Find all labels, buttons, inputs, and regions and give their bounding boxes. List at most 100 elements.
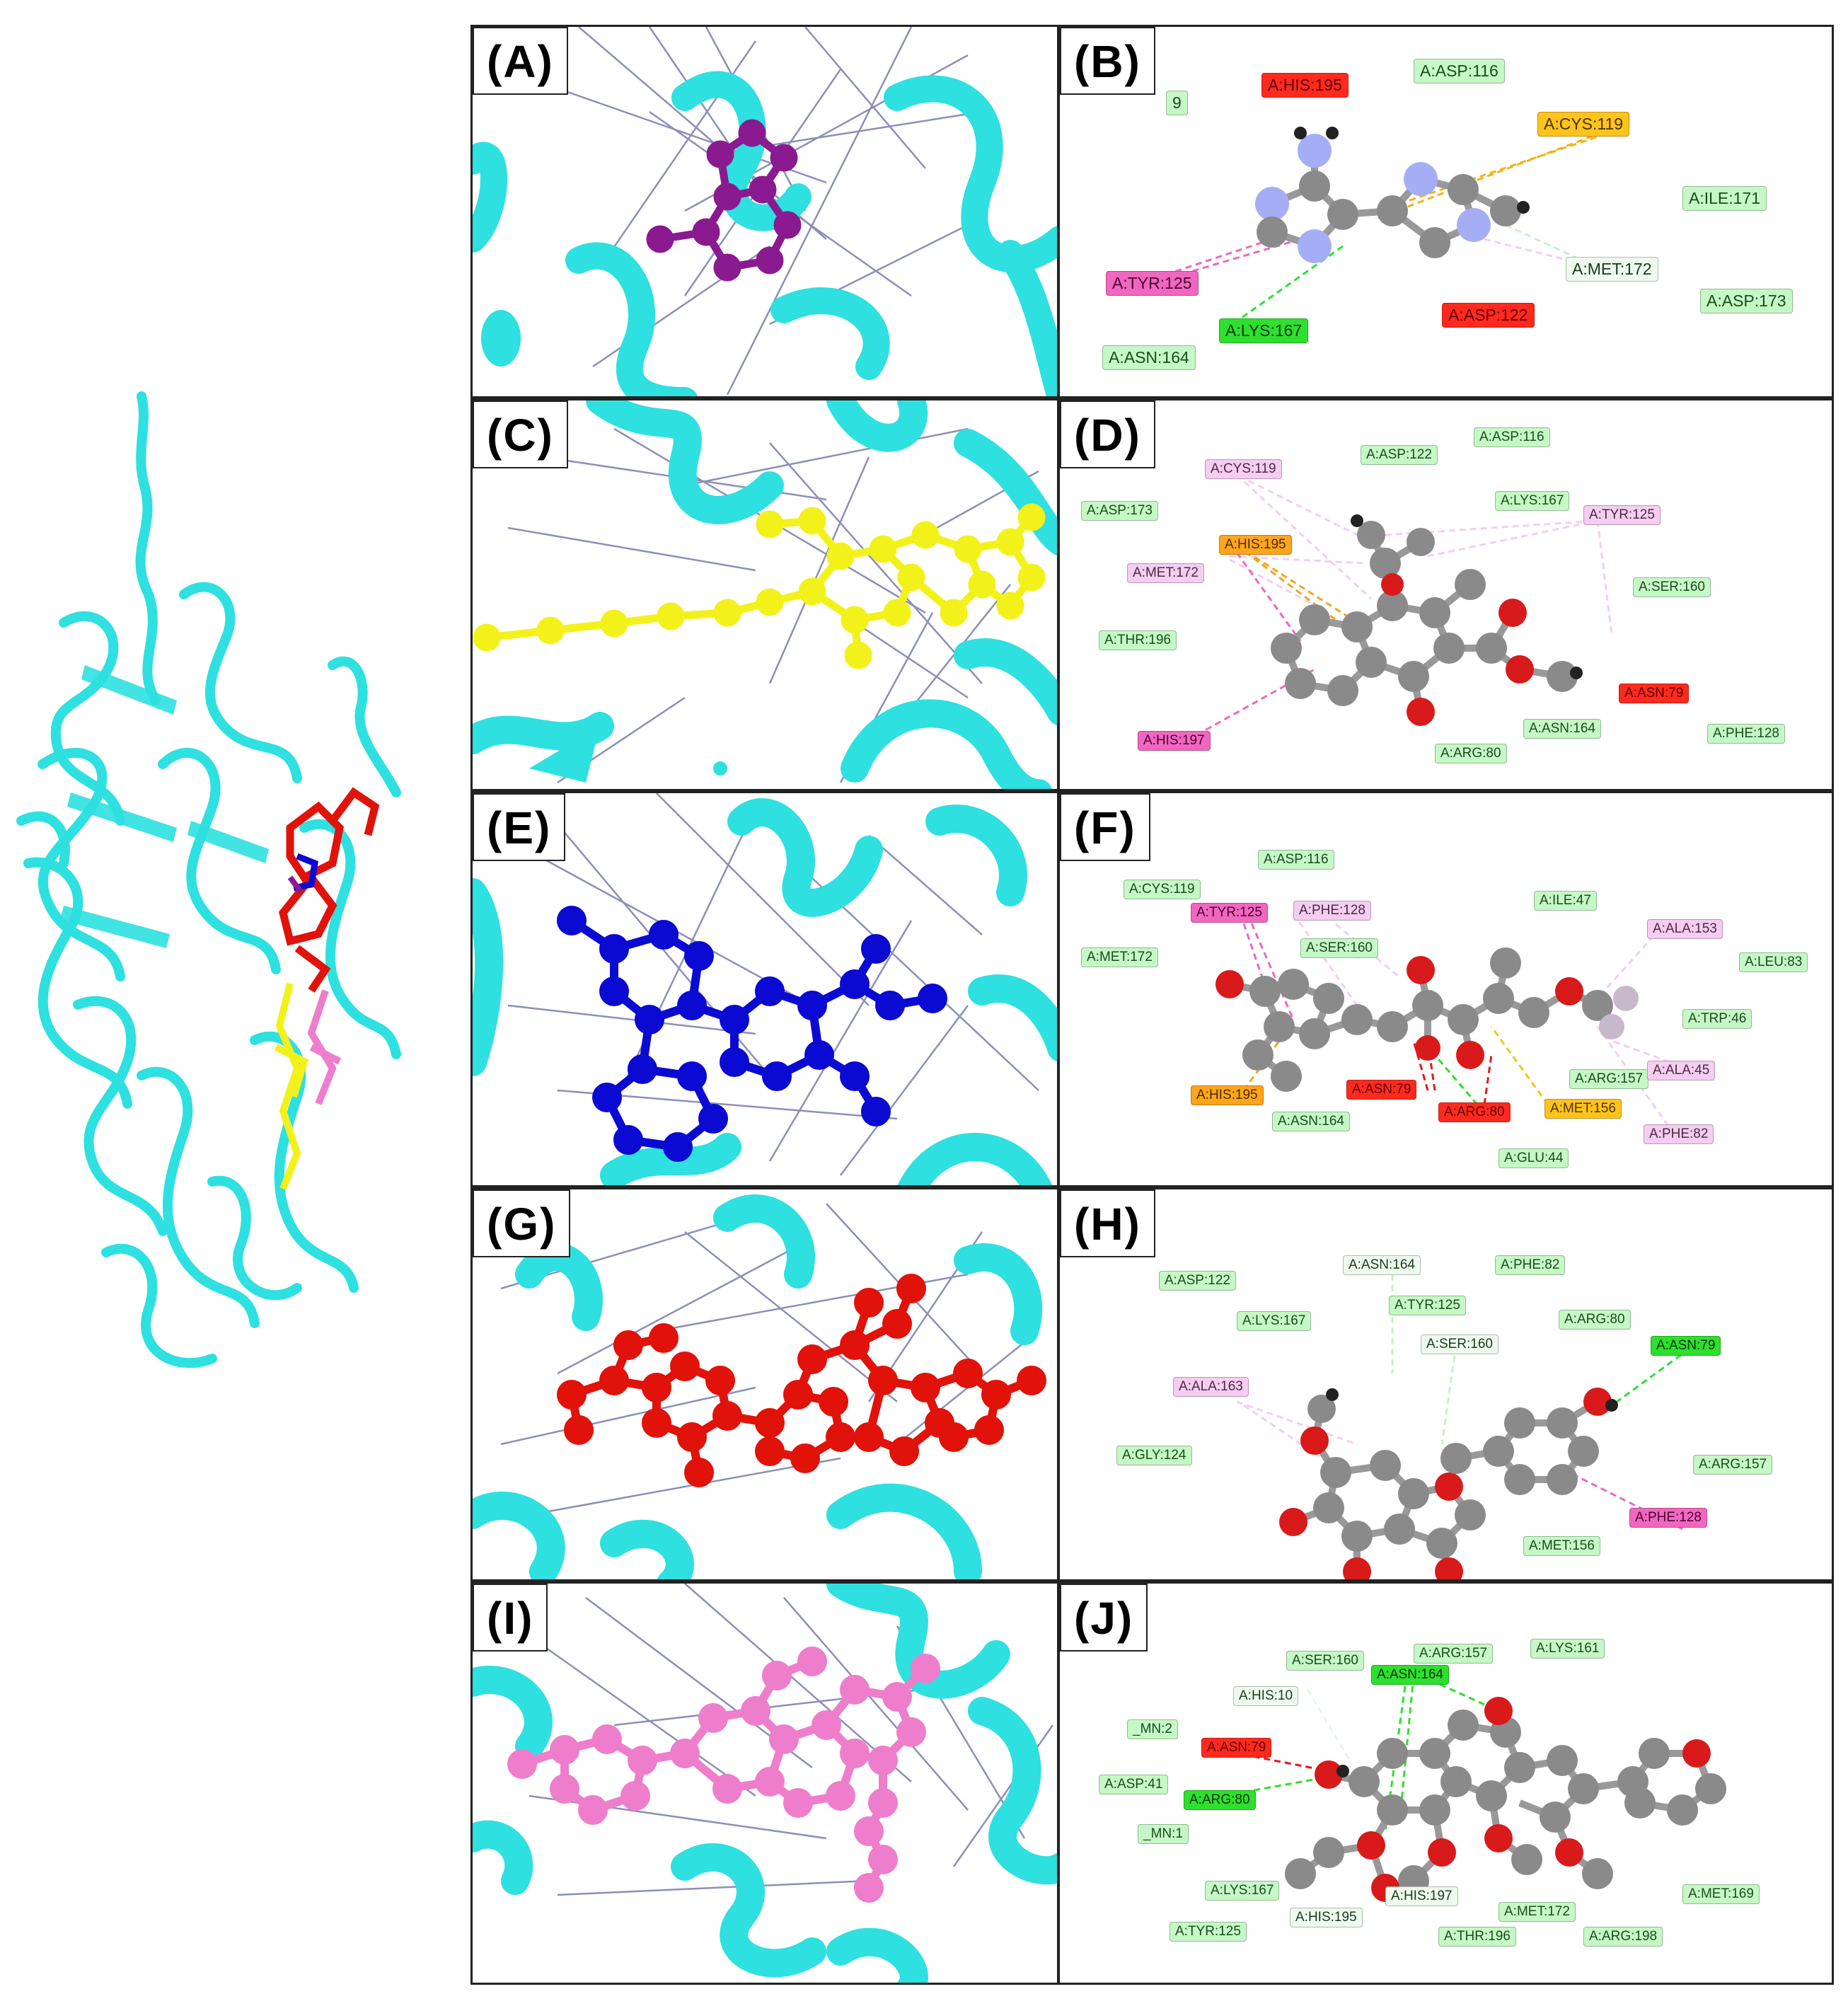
panel-label: (G) [473, 1189, 571, 1257]
residue-label: A:MET:156 [1544, 1099, 1622, 1119]
residue-label: A:ILE:171 [1682, 186, 1767, 211]
residue-label: A:ASN:164 [1102, 345, 1196, 370]
panel-g-scene [473, 1194, 1046, 1579]
residue-label: _MN:1 [1138, 1824, 1189, 1844]
panel-label: (I) [473, 1584, 548, 1652]
atoms [1215, 947, 1639, 1092]
protein-ribbon [16, 391, 401, 1368]
panel-h-molecule [1236, 1274, 1690, 1579]
atoms [1271, 514, 1583, 726]
residue-label: A:HIS:195 [1261, 73, 1349, 98]
panel-c-3d-view: (C) [470, 398, 1059, 791]
panel-g-3d-view: (G) [470, 1187, 1059, 1581]
residue-label: _MN:2 [1127, 1719, 1178, 1739]
panel-j-molecule [1201, 1674, 1726, 1902]
atoms [1255, 127, 1530, 263]
residue-label: A:ARG:157 [1414, 1644, 1494, 1664]
residue-label: A:ASP:173 [1081, 501, 1158, 521]
panel-f-interaction-diagram: (F) A:ASP:116 A:CYS:119 A:TYR:125 A:PHE:… [1058, 791, 1834, 1187]
residue-label: A:SER:160 [1421, 1335, 1498, 1354]
protein-blob [481, 310, 521, 367]
panel-a-scene [473, 27, 1057, 396]
residue-label: A:ASP:122 [1159, 1271, 1236, 1291]
residue-label: A:ARG:80 [1435, 744, 1507, 763]
contact-lines [514, 1584, 1054, 1896]
ligand-c [473, 503, 1046, 669]
residue-label: A:TYR:125 [1389, 1296, 1466, 1315]
panel-label: (C) [473, 400, 568, 468]
residue-label: 9 [1166, 91, 1188, 115]
residue-label: A:ASN:79 [1651, 1336, 1721, 1356]
residue-label: A:ASN:79 [1201, 1738, 1272, 1758]
residue-label: A:MET:156 [1523, 1536, 1600, 1556]
beta-strands [60, 665, 269, 948]
protein-overview [16, 391, 401, 1368]
ligand-yellow-overview [274, 982, 308, 1190]
residue-label: A:TYR:125 [1106, 271, 1199, 296]
residue-label: A:CYS:119 [1205, 459, 1282, 479]
docked-ligands [274, 787, 380, 1190]
residue-label: A:ASP:116 [1258, 850, 1334, 870]
residue-label: A:ASN:164 [1523, 719, 1601, 739]
ligand-e [557, 906, 947, 1162]
panel-j-interaction-diagram: (J) A:SER:160 A:ARG:157 A:LYS:161 A:ASN:… [1058, 1581, 1834, 1985]
helix-ribbons [473, 400, 1057, 789]
residue-label: A:THR:196 [1438, 1927, 1516, 1947]
residue-label: A:ASP:122 [1361, 445, 1438, 465]
panel-f-molecule [1215, 913, 1690, 1126]
panel-c-scene [473, 400, 1057, 789]
panel-label: (B) [1060, 27, 1155, 95]
panel-label: (E) [473, 793, 566, 861]
residue-label: A:MET:172 [1127, 563, 1204, 583]
residue-label: A:MET:172 [1081, 947, 1158, 967]
residue-label: A:ARG:157 [1569, 1069, 1649, 1089]
panel-label: (D) [1060, 400, 1155, 468]
ligand-blue-overview [293, 853, 319, 892]
residue-label: A:PHE:128 [1707, 724, 1785, 744]
panel-label: (A) [473, 27, 568, 95]
residue-label: A:ASN:164 [1343, 1255, 1421, 1275]
residue-label: A:HIS:195 [1290, 1908, 1363, 1927]
residue-label: A:HIS:195 [1191, 1085, 1264, 1105]
residue-label: A:MET:172 [1498, 1902, 1576, 1922]
ligand-i [507, 1647, 940, 1903]
residue-label: A:ASN:79 [1619, 684, 1690, 703]
residue-label: A:ASN:164 [1371, 1665, 1449, 1685]
ligand-g [557, 1274, 1046, 1487]
residue-label: A:MET:172 [1566, 257, 1658, 282]
panel-e-scene [473, 793, 1057, 1185]
panel-b-molecule [1144, 125, 1619, 333]
residue-label: A:PHE:82 [1495, 1255, 1566, 1275]
atoms [1285, 1697, 1726, 1902]
residue-label: A:SER:160 [1633, 577, 1711, 597]
residue-label: A:ASN:79 [1346, 1080, 1417, 1100]
residue-label: A:HIS:10 [1233, 1686, 1299, 1706]
panel-label: (H) [1060, 1189, 1155, 1257]
helix-ribbons [473, 1584, 1057, 1983]
residue-label: A:ARG:80 [1559, 1310, 1631, 1330]
residue-label: A:ASP:116 [1414, 59, 1505, 83]
atoms [1279, 1388, 1618, 1579]
panel-h-interaction-diagram: (H) A:ASP:122 A:ASN:164 A:PHE:82 A:TYR:1… [1058, 1187, 1834, 1581]
residue-label: A:HIS:197 [1138, 731, 1211, 751]
residue-label: A:ALA:163 [1173, 1377, 1249, 1397]
residue-label: A:ASP:122 [1442, 303, 1535, 328]
residue-label: A:CYS:119 [1124, 880, 1201, 899]
residue-label: A:HIS:195 [1219, 535, 1292, 555]
residue-label: A:ASP:116 [1474, 427, 1550, 447]
ligand-purple-overview [287, 875, 304, 894]
residue-label: A:LEU:83 [1739, 952, 1808, 972]
panel-d-molecule [1186, 470, 1613, 742]
ligand-a [646, 119, 802, 282]
helix-ribbons [473, 71, 1057, 396]
interaction-lines [1144, 125, 1619, 333]
ligand-red-overview [279, 787, 380, 993]
residue-label: A:HIS:197 [1385, 1886, 1458, 1906]
residue-label: A:LYS:167 [1219, 318, 1309, 343]
residue-label: A:TYR:125 [1583, 505, 1661, 525]
panel-d-interaction-diagram: (D) A:ASP:116 A:ASP:122 A:CYS:119 A:LYS:… [1058, 398, 1834, 791]
residue-label: A:TRP:46 [1682, 1009, 1752, 1029]
residue-label: A:LYS:167 [1205, 1881, 1280, 1901]
panel-label: (J) [1060, 1584, 1148, 1652]
residue-label: A:PHE:82 [1644, 1124, 1714, 1144]
